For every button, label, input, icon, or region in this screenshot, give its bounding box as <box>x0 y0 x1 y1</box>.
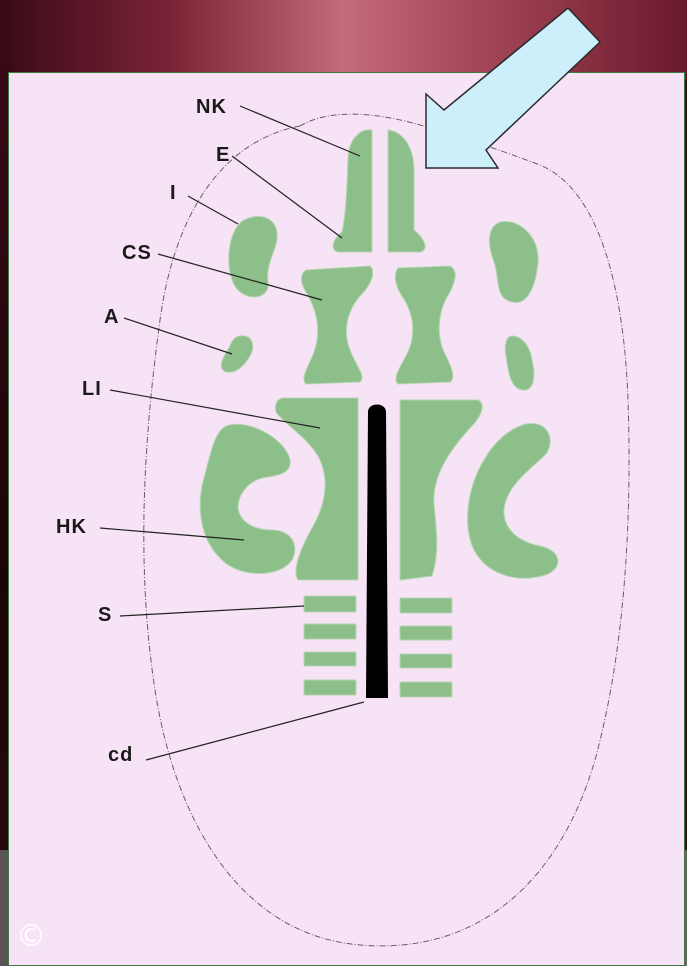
s-bar-left-1 <box>304 596 356 612</box>
label-nk: NK <box>196 96 227 119</box>
element-i-right <box>489 221 538 302</box>
s-bar-right-1 <box>400 598 452 613</box>
s-bar-left-2 <box>304 624 356 639</box>
cs-left <box>302 266 373 384</box>
label-cd: cd <box>108 744 133 767</box>
label-hk: HK <box>56 516 87 539</box>
s-bar-right-3 <box>400 654 452 668</box>
li-right <box>400 400 482 580</box>
cs-right <box>395 266 455 384</box>
label-e: E <box>216 144 230 167</box>
hk-right <box>468 423 558 578</box>
label-a: A <box>104 306 119 329</box>
label-li: LI <box>82 378 102 401</box>
pointer-arrow <box>426 8 600 168</box>
label-s: S <box>98 604 112 627</box>
hk-left <box>200 424 295 573</box>
leader-s <box>120 606 304 616</box>
s-bar-right-4 <box>400 682 452 697</box>
label-cs: CS <box>122 242 152 265</box>
s-bar-left-3 <box>304 652 356 666</box>
leader-i <box>188 196 238 224</box>
s-bar-right-2 <box>400 626 452 640</box>
nasal-capsule-right <box>388 130 425 252</box>
copyright-icon: © <box>16 922 46 952</box>
notochord <box>366 405 388 699</box>
leader-cd <box>146 702 364 760</box>
nasal-capsule-left <box>333 130 372 252</box>
element-a-right <box>505 336 534 390</box>
leader-nk <box>240 106 360 156</box>
label-i: I <box>170 182 177 205</box>
s-bar-left-4 <box>304 680 356 695</box>
leader-a <box>124 318 232 354</box>
element-a-left <box>221 336 253 373</box>
